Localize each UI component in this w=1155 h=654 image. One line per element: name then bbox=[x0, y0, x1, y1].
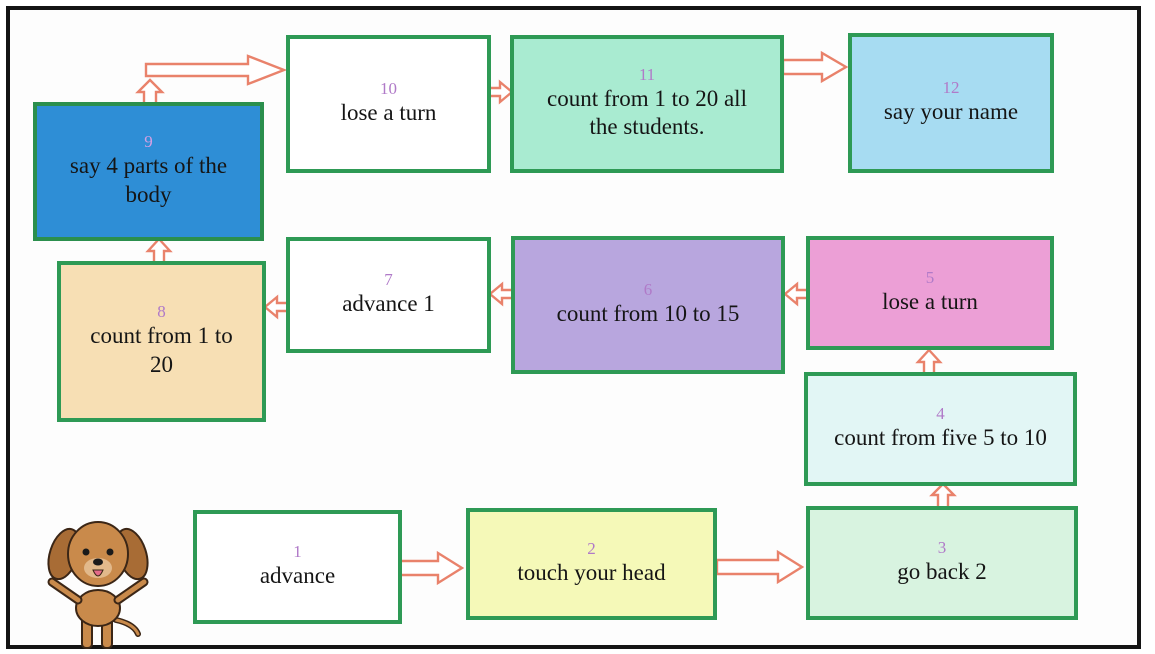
arrow-9-to-10-horizontal bbox=[144, 54, 288, 86]
square-number: 11 bbox=[638, 64, 656, 84]
square-number: 8 bbox=[157, 302, 166, 322]
square-10: 10 lose a turn bbox=[286, 35, 491, 173]
square-text: go back 2 bbox=[897, 558, 987, 584]
arrow-1-to-2 bbox=[390, 550, 465, 586]
arrow-3-to-4 bbox=[929, 482, 957, 510]
square-4: 4 count from five 5 to 10 bbox=[804, 372, 1077, 486]
arrow-10-to-11 bbox=[487, 79, 514, 105]
square-8: 8 count from 1 to 20 bbox=[57, 261, 266, 422]
arrow-6-to-7 bbox=[488, 281, 515, 307]
cartoon-dog-icon bbox=[47, 521, 149, 649]
square-text: count from 10 to 15 bbox=[556, 300, 740, 326]
square-text: lose a turn bbox=[340, 99, 437, 125]
arrow-4-to-5 bbox=[915, 348, 943, 376]
square-number: 4 bbox=[936, 404, 945, 424]
square-text: touch your head bbox=[517, 559, 666, 585]
arrow-9-to-10 bbox=[135, 78, 165, 106]
arrow-2-to-3 bbox=[715, 549, 805, 585]
square-number: 12 bbox=[942, 78, 960, 98]
arrow-8-to-9 bbox=[145, 237, 173, 265]
square-text: count from five 5 to 10 bbox=[834, 424, 1047, 450]
square-text: count from 1 to 20 all the students. bbox=[547, 85, 747, 140]
square-2: 2 touch your head bbox=[466, 508, 717, 620]
square-number: 2 bbox=[587, 539, 596, 559]
square-text: say 4 parts of the body bbox=[69, 153, 228, 207]
square-number: 3 bbox=[937, 538, 947, 558]
square-12: 12 say your name bbox=[848, 33, 1054, 173]
square-1: 1 advance bbox=[193, 510, 402, 624]
arrow-7-to-8 bbox=[263, 294, 290, 320]
square-3: 3 go back 2 bbox=[806, 506, 1078, 620]
square-text: lose a turn bbox=[882, 288, 978, 314]
arrow-5-to-6 bbox=[783, 281, 810, 307]
square-text: advance bbox=[259, 562, 336, 588]
square-number: 10 bbox=[380, 79, 397, 99]
square-text: say your name bbox=[883, 98, 1019, 124]
arrow-11-to-12 bbox=[781, 50, 849, 84]
square-text: count from 1 to 20 bbox=[90, 323, 233, 377]
square-number: 7 bbox=[384, 270, 393, 290]
square-number: 9 bbox=[144, 132, 153, 152]
square-5: 5 lose a turn bbox=[806, 236, 1054, 350]
square-number: 1 bbox=[293, 542, 302, 562]
square-11: 11 count from 1 to 20 all the students. bbox=[510, 35, 784, 173]
square-9: 9 say 4 parts of the body bbox=[33, 102, 264, 241]
square-number: 6 bbox=[643, 280, 653, 300]
square-text: advance 1 bbox=[342, 290, 435, 316]
square-6: 6 count from 10 to 15 bbox=[511, 236, 785, 374]
square-number: 5 bbox=[925, 268, 935, 288]
square-7: 7 advance 1 bbox=[286, 237, 491, 353]
